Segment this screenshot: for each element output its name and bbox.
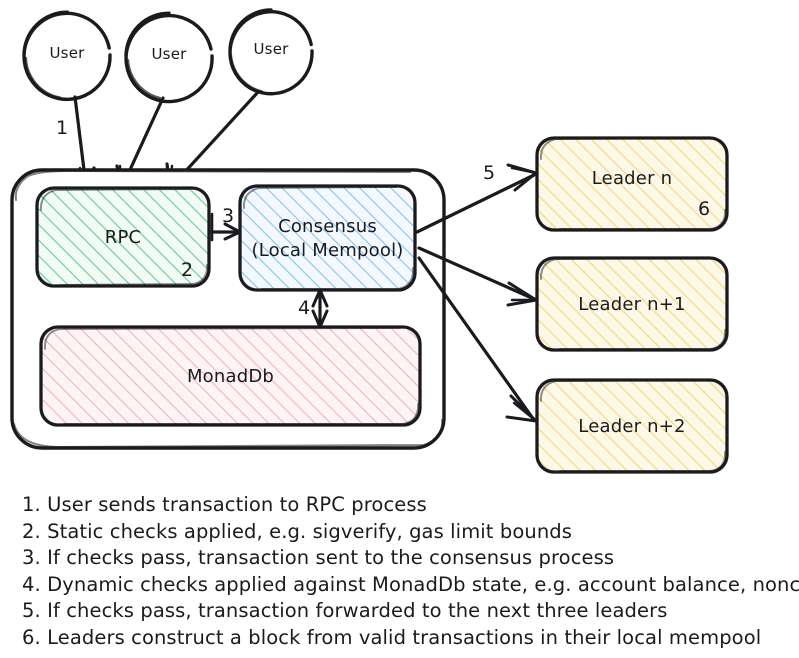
arrow-rpc-to-consensus (208, 212, 242, 242)
step-number-4: 4 (298, 297, 311, 319)
rpc-box (35, 186, 211, 288)
arrow-consensus-monaddb (311, 288, 329, 329)
step-number-5: 5 (483, 162, 496, 184)
legend-item-3: 3. If checks pass, transaction sent to t… (22, 546, 615, 570)
legend-item-5: 5. If checks pass, transaction forwarded… (22, 599, 668, 623)
arrow-consensus-to-leader-n2 (417, 256, 538, 423)
user-circle-3 (228, 8, 314, 96)
leader-n2-box (535, 378, 729, 474)
arrow-consensus-to-leader-n (415, 163, 538, 234)
user-circle-2 (124, 11, 214, 104)
legend-list: 1. User sends transaction to RPC process… (22, 492, 799, 652)
arrow-consensus-to-leader-n1 (417, 246, 538, 307)
step-number-6: 6 (698, 198, 711, 220)
step-number-3: 3 (222, 205, 235, 227)
legend-item-4: 4. Dynamic checks applied against MonadD… (22, 572, 799, 596)
step-number-1: 1 (56, 117, 69, 139)
legend-item-1: 1. User sends transaction to RPC process (22, 493, 427, 516)
step-number-2: 2 (181, 259, 194, 281)
leader-n1-box (535, 256, 729, 352)
consensus-box (238, 184, 417, 292)
legend-item-6: 6. Leaders construct a block from valid … (22, 625, 762, 649)
legend-item-2: 2. Static checks applied, e.g. sigverify… (22, 519, 573, 543)
leader-n-box (535, 136, 729, 232)
user-circle-1 (22, 10, 112, 102)
monaddb-box (39, 325, 422, 427)
